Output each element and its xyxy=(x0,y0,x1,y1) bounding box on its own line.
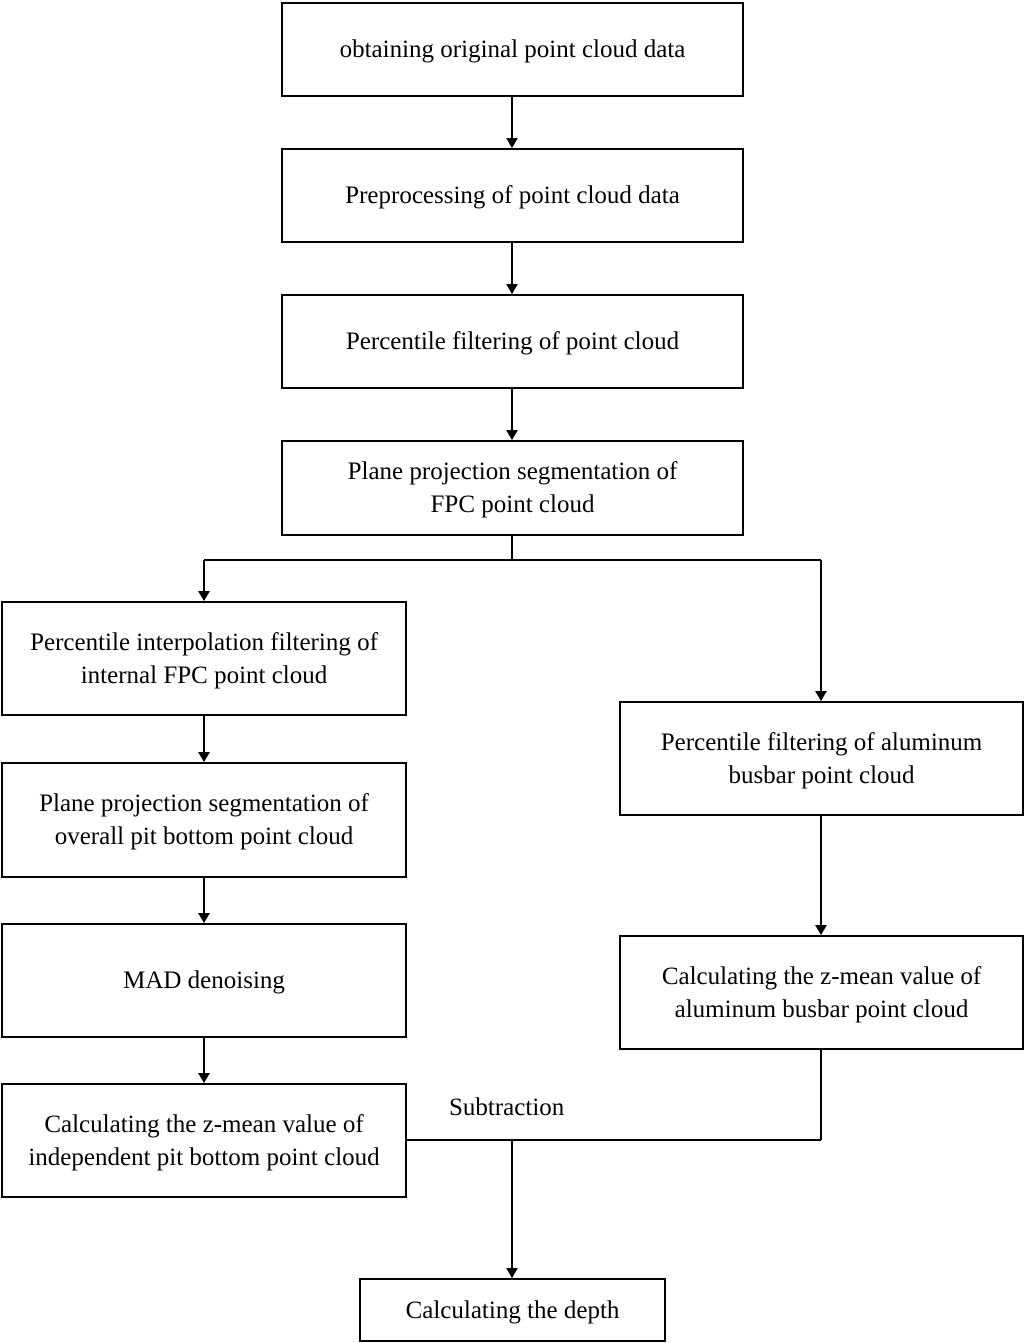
step-pit-bottom-segmentation: Plane projection segmentation of overall… xyxy=(1,762,407,878)
step-obtain-data: obtaining original point cloud data xyxy=(281,2,744,97)
step-mad-denoising: MAD denoising xyxy=(1,923,407,1038)
step-fpc-segmentation: Plane projection segmentation of FPC poi… xyxy=(281,440,744,536)
step-internal-fpc-filtering: Percentile interpolation filtering of in… xyxy=(1,601,407,716)
step-busbar-filtering: Percentile filtering of aluminum busbar … xyxy=(619,701,1024,816)
step-pit-z-mean: Calculating the z-mean value of independ… xyxy=(1,1083,407,1198)
step-preprocessing: Preprocessing of point cloud data xyxy=(281,148,744,243)
step-percentile-filtering: Percentile filtering of point cloud xyxy=(281,294,744,389)
step-calculate-depth: Calculating the depth xyxy=(359,1278,666,1342)
subtraction-label: Subtraction xyxy=(449,1094,565,1121)
step-busbar-z-mean: Calculating the z-mean value of aluminum… xyxy=(619,935,1024,1050)
